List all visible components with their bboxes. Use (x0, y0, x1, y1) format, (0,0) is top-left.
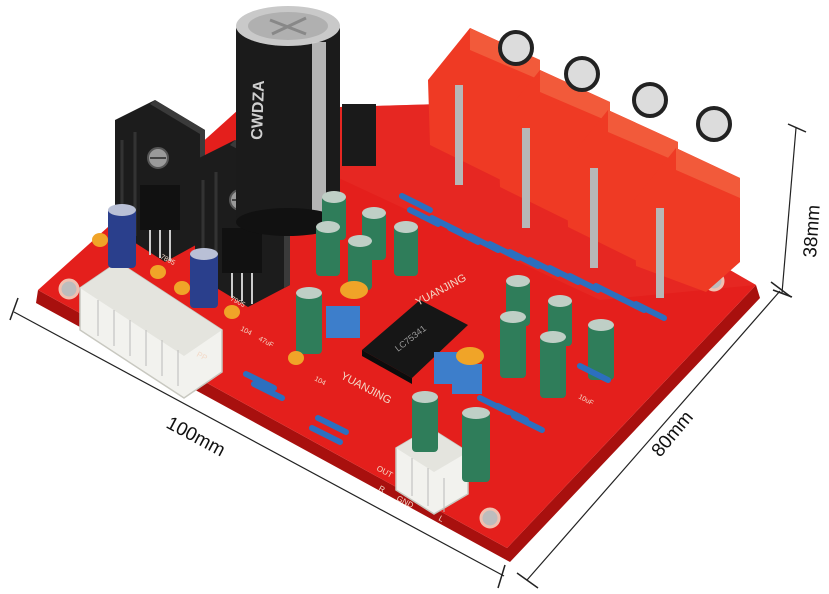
large-capacitor: CWDZA (236, 6, 340, 236)
capacitor (540, 331, 566, 398)
silkscreen-label: 104 (239, 326, 253, 338)
silkscreen-label: R (377, 484, 387, 495)
capacitor (348, 235, 372, 290)
film-capacitor (452, 364, 482, 394)
small-black-component (342, 104, 376, 166)
ic-chip: LC75341 (362, 300, 468, 384)
silkscreen-label: L (437, 514, 446, 524)
ceramic-capacitor (174, 281, 190, 295)
heatsink-left (115, 100, 205, 262)
ceramic-capacitors (92, 233, 484, 365)
film-capacitor (326, 306, 360, 338)
ceramic-capacitor (456, 347, 484, 365)
silkscreen-label: PP (195, 350, 209, 363)
capacitors-blue (108, 204, 218, 308)
mounting-hole (58, 278, 80, 300)
rca-jack (634, 106, 740, 298)
ceramic-capacitor (224, 305, 240, 319)
rca-jacks (428, 28, 740, 298)
capacitors-green (296, 191, 614, 482)
capacitor (394, 221, 418, 276)
silkscreen-label: 104 (313, 376, 327, 388)
height-label: 38mm (800, 204, 825, 258)
capacitor (108, 204, 136, 268)
capacitor-brand-text: CWDZA (249, 80, 268, 141)
ceramic-capacitor (288, 351, 304, 365)
capacitor (462, 407, 490, 482)
mounting-hole (479, 507, 501, 529)
width-label: 100mm (163, 413, 229, 461)
resistors (243, 193, 667, 445)
capacitor (412, 391, 438, 452)
capacitor (296, 287, 322, 354)
ceramic-capacitor (340, 281, 368, 299)
capacitor (500, 311, 526, 378)
capacitor (316, 221, 340, 276)
capacitor (588, 319, 614, 380)
capacitor (190, 248, 218, 308)
ceramic-capacitor (150, 265, 166, 279)
ceramic-capacitor (92, 233, 108, 247)
dimension-height: 38mm (772, 123, 825, 298)
